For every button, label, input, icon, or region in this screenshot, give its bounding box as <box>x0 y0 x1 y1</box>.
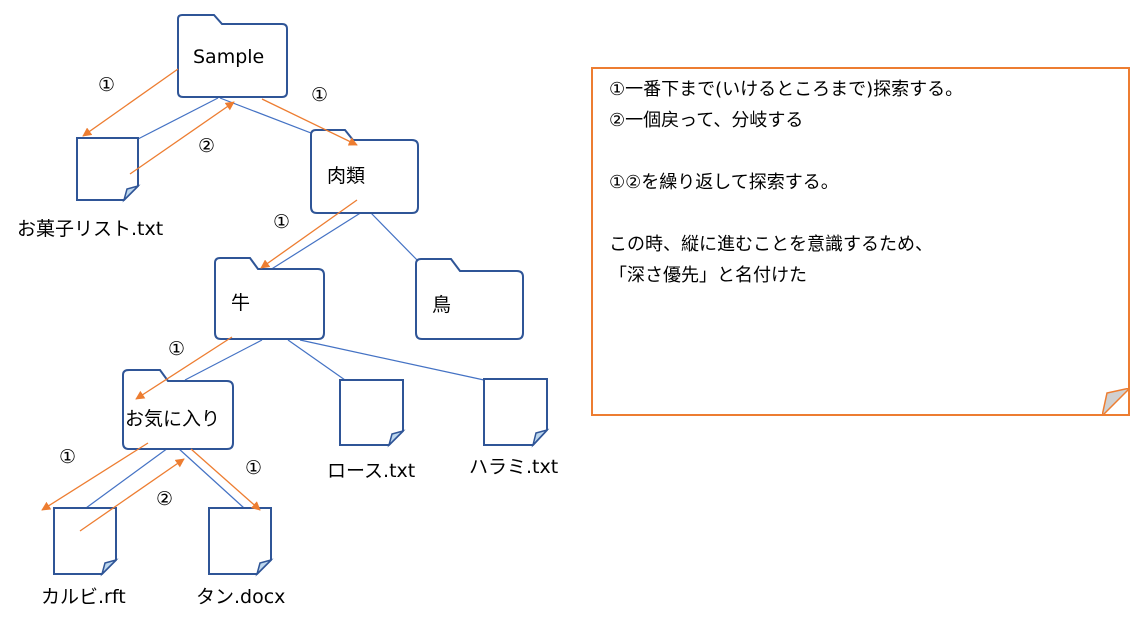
note-line-2: ②一個戻って、分岐する <box>609 110 804 131</box>
folder-icon-sample <box>177 14 288 98</box>
note-line-1: ①一番下まで(いけるところまで)探索する。 <box>609 79 964 100</box>
file-label-tan: タン.docx <box>196 586 286 608</box>
arrow-meat-to-beef <box>260 199 358 269</box>
arrow-sample-to-snacks <box>82 68 179 137</box>
folder-label-favorites: お気に入り <box>125 408 221 430</box>
folder-icon-beef <box>214 257 325 340</box>
folder-label-beef: 牛 <box>231 292 251 314</box>
connector-favorites-tan <box>177 447 245 509</box>
step-marker-1: ① <box>273 211 291 233</box>
note-line-4: この時、縦に進むことを意識するため、 <box>609 234 933 255</box>
traversal-arrows <box>41 68 358 532</box>
connector-meat-beef <box>269 211 363 271</box>
connector-favorites-karubi <box>85 447 169 509</box>
file-icon-harami <box>483 378 550 448</box>
arrow-beef-to-favorites <box>135 336 233 400</box>
connector-beef-harami <box>299 339 485 381</box>
connector-meat-bird <box>369 211 421 264</box>
tree-connectors <box>85 97 485 509</box>
arrow-favorites-to-karubi <box>41 442 149 511</box>
note-line-5: 「深さ優先」と名付けた <box>609 265 807 286</box>
arrow-snacks-back-to-sample <box>129 101 235 175</box>
file-label-harami: ハラミ.txt <box>469 456 559 478</box>
file-icon-snacks <box>76 137 141 203</box>
connector-beef-favorites <box>184 339 263 381</box>
folder-label-meat: 肉類 <box>327 165 366 187</box>
step-marker-1: ① <box>311 84 329 106</box>
note-folded-corner <box>1102 388 1130 416</box>
folder-label-sample: Sample <box>193 46 265 68</box>
file-icon-roast <box>339 379 406 448</box>
connector-sample-snacks <box>137 97 219 140</box>
step-marker-2: ② <box>156 488 174 510</box>
folder-label-bird: 鳥 <box>432 294 452 316</box>
file-label-roast: ロース.txt <box>327 460 416 482</box>
step-marker-1: ① <box>59 446 77 468</box>
file-label-karubi: カルビ.rft <box>41 586 126 608</box>
connector-beef-roast <box>287 339 346 381</box>
arrow-sample-to-meat <box>261 98 358 146</box>
step-marker-2: ② <box>198 135 216 157</box>
step-marker-1: ① <box>168 338 186 360</box>
arrow-favorites-to-tan <box>190 448 261 511</box>
explanation-note: ①一番下まで(いけるところまで)探索する。 ②一個戻って、分岐する ①②を繰り返… <box>591 67 1130 416</box>
folder-icon-bird <box>415 258 524 340</box>
file-icon-tan <box>208 507 274 577</box>
file-label-snacks: お菓子リスト.txt <box>17 218 164 240</box>
arrow-karubi-back-to-favorites <box>79 458 185 532</box>
folder-icon-meat <box>310 129 419 214</box>
note-line-3: ①②を繰り返して探索する。 <box>609 172 839 193</box>
step-marker-1: ① <box>245 457 263 479</box>
file-icon-karubi <box>53 507 119 577</box>
step-marker-1: ① <box>98 74 116 96</box>
